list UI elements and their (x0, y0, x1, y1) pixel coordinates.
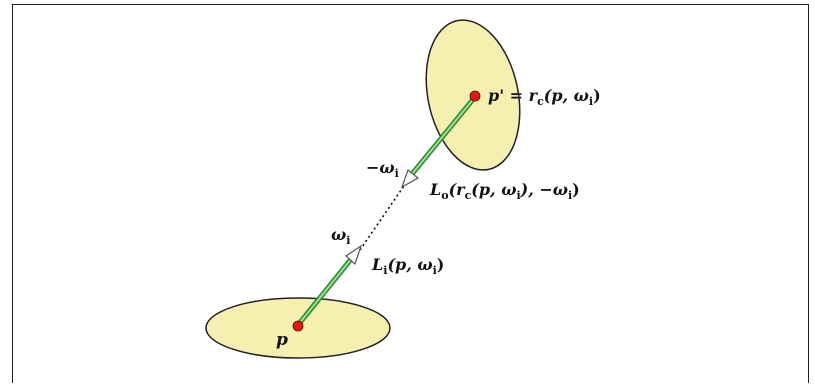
incoming-ray (296, 256, 354, 327)
figure-frame (12, 4, 809, 383)
label-p: p (276, 330, 288, 350)
label-outgoing-radiance: Lo(rc(p, ωi), −ωi) (429, 180, 580, 202)
outgoing-ray (410, 95, 477, 176)
label-omega: ωi (331, 225, 350, 247)
label-neg-omega: −ωi (366, 158, 399, 180)
dotted-connector (359, 179, 409, 251)
neg-omega-arrowhead (400, 169, 420, 189)
label-incident-radiance: Li(p, ωi) (371, 255, 444, 277)
omega-arrowhead (345, 244, 363, 266)
point-p (292, 320, 304, 332)
label-p-prime: p' = rc(p, ωi) (488, 86, 601, 108)
point-p-prime (469, 90, 481, 102)
